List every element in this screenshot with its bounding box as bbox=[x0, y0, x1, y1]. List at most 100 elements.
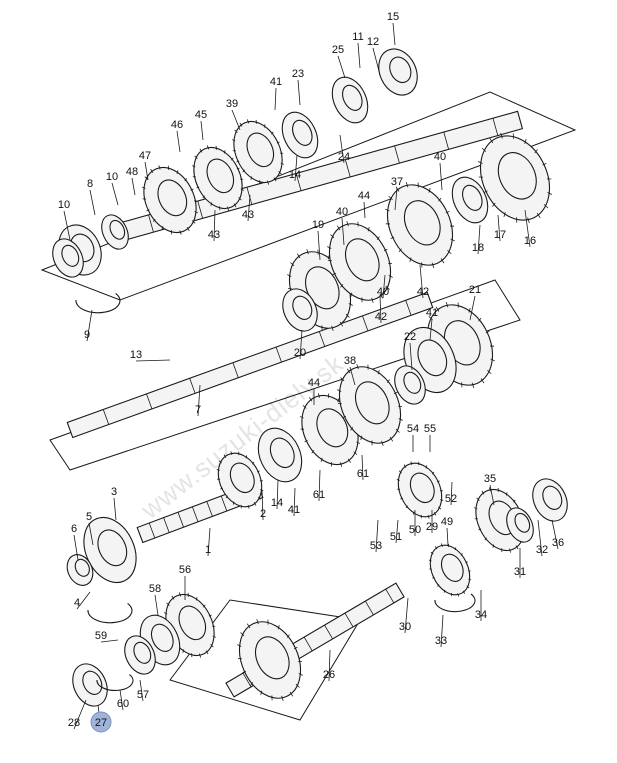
leader-line bbox=[131, 177, 136, 196]
leader-line bbox=[469, 295, 476, 321]
part-callout-56[interactable]: 56 bbox=[179, 564, 191, 576]
part-callout-20[interactable]: 20 bbox=[294, 347, 306, 359]
part-callout-11[interactable]: 11 bbox=[352, 31, 363, 43]
leader-line bbox=[299, 329, 303, 360]
part-callout-8[interactable]: 8 bbox=[87, 178, 93, 190]
part-callout-16[interactable]: 16 bbox=[524, 235, 536, 247]
part-callout-41[interactable]: 41 bbox=[426, 307, 438, 319]
ring-57 bbox=[124, 635, 156, 675]
part-callout-47[interactable]: 47 bbox=[139, 150, 151, 162]
part-callout-21[interactable]: 21 bbox=[469, 284, 481, 296]
part-callout-3[interactable]: 3 bbox=[111, 486, 117, 498]
ring-23 bbox=[281, 111, 319, 159]
part-callout-36[interactable]: 36 bbox=[552, 537, 564, 549]
part-callout-1[interactable]: 1 bbox=[205, 544, 211, 556]
leader-line bbox=[446, 527, 449, 546]
part-callout-60[interactable]: 60 bbox=[117, 698, 129, 710]
part-callout-14[interactable]: 14 bbox=[271, 497, 283, 509]
part-callout-7[interactable]: 7 bbox=[195, 404, 201, 416]
part-callout-14[interactable]: 14 bbox=[289, 169, 301, 181]
leader-line bbox=[274, 87, 277, 111]
leader-line bbox=[497, 214, 501, 242]
part-callout-26[interactable]: 26 bbox=[323, 669, 335, 681]
part-callout-53[interactable]: 53 bbox=[370, 540, 382, 552]
part-callout-44[interactable]: 44 bbox=[358, 190, 370, 202]
gear-2 bbox=[216, 451, 264, 509]
part-callout-32[interactable]: 32 bbox=[536, 544, 548, 556]
part-callout-30[interactable]: 30 bbox=[399, 621, 411, 633]
part-callout-6[interactable]: 6 bbox=[71, 523, 77, 535]
part-callout-10[interactable]: 10 bbox=[58, 199, 70, 211]
part-callout-33[interactable]: 33 bbox=[435, 635, 447, 647]
gear-41 bbox=[231, 119, 285, 185]
part-callout-13[interactable]: 13 bbox=[130, 349, 142, 361]
part-callout-41[interactable]: 41 bbox=[270, 76, 282, 88]
leader-line bbox=[89, 189, 96, 216]
ring-36 bbox=[532, 478, 568, 522]
part-callout-42[interactable]: 42 bbox=[417, 286, 429, 298]
part-callout-19[interactable]: 19 bbox=[312, 219, 324, 231]
part-callout-58[interactable]: 58 bbox=[149, 583, 161, 595]
leader-line bbox=[429, 318, 433, 341]
part-callout-57[interactable]: 57 bbox=[137, 689, 149, 701]
part-callout-29[interactable]: 29 bbox=[426, 521, 438, 533]
part-callout-61[interactable]: 61 bbox=[313, 489, 325, 501]
part-callout-2[interactable]: 2 bbox=[260, 508, 266, 520]
snap-ring-9 bbox=[75, 292, 121, 314]
part-callout-38[interactable]: 38 bbox=[344, 355, 356, 367]
part-callout-59[interactable]: 59 bbox=[95, 630, 107, 642]
part-callout-15[interactable]: 15 bbox=[387, 11, 399, 23]
part-callout-46[interactable]: 46 bbox=[171, 119, 183, 131]
part-callout-9[interactable]: 9 bbox=[84, 329, 90, 341]
part-callout-10[interactable]: 10 bbox=[106, 171, 118, 183]
part-callout-37[interactable]: 37 bbox=[391, 176, 403, 188]
part-callout-34[interactable]: 34 bbox=[475, 609, 487, 621]
leader-line bbox=[63, 210, 71, 241]
part-callout-52[interactable]: 52 bbox=[445, 493, 457, 505]
leader-line bbox=[119, 689, 124, 711]
leader-line bbox=[341, 217, 345, 246]
part-callout-54[interactable]: 54 bbox=[407, 423, 419, 435]
leader-line bbox=[73, 534, 79, 561]
part-callout-43[interactable]: 43 bbox=[242, 209, 254, 221]
part-callout-31[interactable]: 31 bbox=[514, 566, 526, 578]
part-callout-22[interactable]: 22 bbox=[404, 331, 416, 343]
part-callout-24[interactable]: 24 bbox=[338, 151, 350, 163]
part-callout-43[interactable]: 43 bbox=[208, 229, 220, 241]
part-callout-44[interactable]: 44 bbox=[308, 377, 320, 389]
bearing-31 bbox=[506, 507, 534, 543]
part-callout-40[interactable]: 40 bbox=[377, 286, 389, 298]
leader-line bbox=[213, 209, 216, 242]
part-callout-41[interactable]: 41 bbox=[288, 504, 300, 516]
part-callout-55[interactable]: 55 bbox=[424, 423, 436, 435]
part-callout-35[interactable]: 35 bbox=[484, 473, 496, 485]
gear-26 bbox=[237, 619, 303, 701]
part-callout-40[interactable]: 40 bbox=[434, 151, 446, 163]
part-callout-48[interactable]: 48 bbox=[126, 166, 138, 178]
leader-line bbox=[363, 201, 366, 219]
leader-line bbox=[537, 519, 543, 557]
part-callout-42[interactable]: 42 bbox=[375, 311, 387, 323]
part-callout-40[interactable]: 40 bbox=[336, 206, 348, 218]
part-callout-5[interactable]: 5 bbox=[86, 511, 92, 523]
part-callout-17[interactable]: 17 bbox=[494, 229, 506, 241]
part-callout-25[interactable]: 25 bbox=[332, 44, 344, 56]
leader-line bbox=[357, 42, 361, 69]
part-callout-27[interactable]: 27 bbox=[95, 717, 107, 729]
part-callout-18[interactable]: 18 bbox=[472, 242, 484, 254]
part-callout-50[interactable]: 50 bbox=[409, 524, 421, 536]
part-callout-45[interactable]: 45 bbox=[195, 109, 207, 121]
part-callout-23[interactable]: 23 bbox=[292, 68, 304, 80]
gear-46 bbox=[141, 165, 199, 235]
leader-line bbox=[76, 591, 91, 610]
leader-line bbox=[551, 519, 559, 550]
part-callout-49[interactable]: 49 bbox=[441, 516, 453, 528]
part-callout-12[interactable]: 12 bbox=[367, 36, 379, 48]
part-callout-61[interactable]: 61 bbox=[357, 468, 369, 480]
part-callout-39[interactable]: 39 bbox=[226, 98, 238, 110]
part-callout-51[interactable]: 51 bbox=[390, 531, 402, 543]
part-callout-28[interactable]: 28 bbox=[68, 717, 80, 729]
gear-17 bbox=[451, 176, 489, 224]
part-callout-4[interactable]: 4 bbox=[74, 597, 80, 609]
